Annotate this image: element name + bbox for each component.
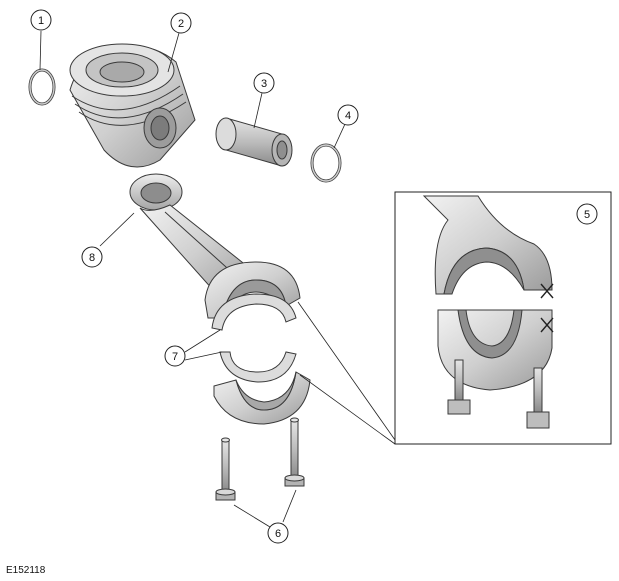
callout-1-label: 1 bbox=[38, 15, 44, 27]
callout-7-label: 7 bbox=[172, 351, 178, 363]
circlip-right bbox=[310, 143, 342, 183]
callout-2: 2 bbox=[170, 12, 192, 34]
bolt-right bbox=[284, 417, 305, 487]
circlip-left bbox=[28, 68, 56, 106]
callout-2-label: 2 bbox=[178, 18, 184, 30]
callout-5: 5 bbox=[576, 203, 598, 225]
match-mark-upper bbox=[540, 283, 554, 299]
callout-4-label: 4 bbox=[345, 110, 351, 122]
match-mark-lower bbox=[540, 317, 554, 333]
callout-1: 1 bbox=[30, 9, 52, 31]
callout-6: 6 bbox=[267, 522, 289, 544]
callout-8: 8 bbox=[81, 246, 103, 268]
connecting-rod bbox=[129, 173, 301, 319]
detail-inset bbox=[394, 191, 612, 445]
bolt-left bbox=[215, 437, 236, 501]
callout-8-label: 8 bbox=[89, 252, 95, 264]
piston bbox=[69, 43, 196, 168]
piston-pin bbox=[215, 117, 293, 167]
callout-7: 7 bbox=[164, 345, 186, 367]
bearing-cap bbox=[213, 371, 311, 425]
callout-5-label: 5 bbox=[584, 209, 590, 221]
callout-6-label: 6 bbox=[275, 528, 281, 540]
callout-4: 4 bbox=[337, 104, 359, 126]
bearing-shell-lower bbox=[219, 351, 297, 383]
bearing-shell-upper bbox=[211, 293, 297, 331]
leader-lines bbox=[39, 30, 396, 528]
figure-reference: E152118 bbox=[6, 565, 46, 576]
callout-3: 3 bbox=[253, 72, 275, 94]
callout-3-label: 3 bbox=[261, 78, 267, 90]
